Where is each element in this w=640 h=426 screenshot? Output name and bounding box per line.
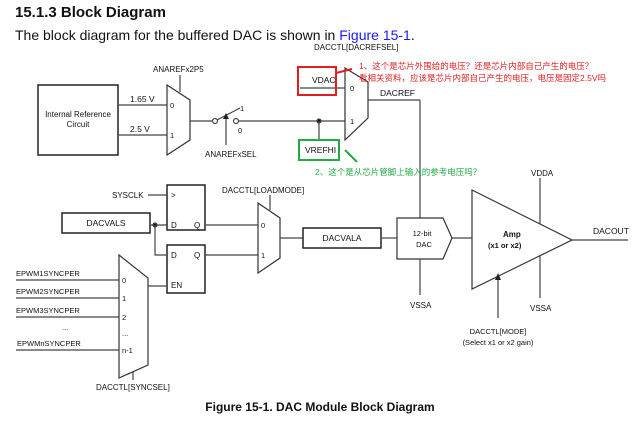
sync-port-label: 0 <box>122 276 126 285</box>
label-dacref: DACREF <box>380 88 415 98</box>
sync-port-label: 2 <box>122 313 126 322</box>
vdac-highlight-box <box>297 66 337 96</box>
intro-end: . <box>410 27 415 43</box>
label-anarefxsel: ANAREFxSEL <box>205 150 257 159</box>
annotation-red-1: 1、这个是芯片外围给的电压？还是芯片内部自己产生的电压？ <box>359 61 593 71</box>
section-title: 15.1.3 Block Diagram <box>15 4 166 21</box>
label-loadmode: DACCTL[LOADMODE] <box>222 186 304 195</box>
sync-input-label: EPWM1SYNCPER <box>16 269 80 278</box>
loadmode-port-1: 1 <box>261 251 265 260</box>
ref-mux <box>166 83 191 157</box>
intro-text: The block diagram for the buffered DAC i… <box>15 27 340 43</box>
red-arrow-icon <box>335 68 353 74</box>
internal-reference-block <box>37 84 119 156</box>
green-arrow-icon <box>344 149 358 163</box>
dacref-mux-port-1: 1 <box>350 117 354 126</box>
amp-block <box>471 189 574 290</box>
label-anarefx2p5: ANAREFx2P5 <box>153 65 204 74</box>
label-dacrefsel: DACCTL[DACREFSEL] <box>314 43 398 52</box>
label-dacvals: DACVALS <box>86 218 125 228</box>
ref-mux-port-1: 1 <box>170 131 174 140</box>
loadmode-mux <box>257 201 281 275</box>
sync-mux <box>118 253 149 379</box>
sync-port-label: n-1 <box>122 346 133 355</box>
wire-dacvals-ff2 <box>154 225 167 256</box>
ref-mux-port-0: 0 <box>170 101 174 110</box>
switch-label-0: 0 <box>238 126 242 135</box>
annotation-red-2: 看相关资料，应该是芯片内部自己产生的电压，电压是固定2.5V吗 <box>359 73 606 83</box>
flip-flop-2 <box>166 244 206 294</box>
label-25v: 2.5 V <box>130 124 150 134</box>
label-vssa-amp: VSSA <box>530 304 552 313</box>
figure-caption: Figure 15-1. DAC Module Block Diagram <box>205 400 435 414</box>
dacref-mux-port-0: 0 <box>350 84 354 93</box>
dacref-mux <box>344 66 369 142</box>
ff1-q: Q <box>194 221 200 230</box>
sync-port-label: ... <box>122 329 128 338</box>
mode-arrow-icon <box>495 273 501 280</box>
annotation-green-1: 2、这个是从芯片管脚上输入的参考电压吗？ <box>315 167 481 177</box>
switch-terminal-a <box>211 117 219 125</box>
amp-label-1: Amp <box>503 230 521 239</box>
amp-label-2: (x1 or x2) <box>488 241 522 250</box>
label-dacvala: DACVALA <box>322 233 361 243</box>
internal-ref-label-1: Internal Reference <box>45 110 111 119</box>
label-vssa-dac: VSSA <box>410 301 432 310</box>
ff2-q: Q <box>194 251 200 260</box>
switch-terminal-b <box>232 117 240 125</box>
flip-flop-1 <box>166 184 206 231</box>
label-165v: 1.65 V <box>130 94 155 104</box>
switch-label-1: 1 <box>240 104 244 113</box>
sync-inputs: EPWM1SYNCPER EPWM2SYNCPER EPWM3SYNCPER .… <box>16 269 133 355</box>
ff2-en: EN <box>171 281 182 290</box>
label-dacout: DACOUT <box>593 226 629 236</box>
dac-block <box>396 217 453 260</box>
label-syncsel: DACCTL[SYNCSEL] <box>96 383 170 392</box>
sync-input-label: ... <box>62 323 68 332</box>
intro-paragraph: The block diagram for the buffered DAC i… <box>15 27 415 43</box>
ff1-d: D <box>171 221 177 230</box>
ff2-d: D <box>171 251 177 260</box>
internal-ref-label-2: Circuit <box>67 120 90 129</box>
ff1-clk: > <box>171 191 176 200</box>
sync-input-label: EPWM2SYNCPER <box>16 287 80 296</box>
switch-arrow-icon <box>223 113 229 119</box>
switch-lever <box>216 107 241 121</box>
sync-input-label: EPWMnSYNCPER <box>17 339 81 348</box>
label-sysclk: SYSCLK <box>112 191 144 200</box>
dac-label-2: DAC <box>416 240 432 249</box>
loadmode-port-0: 0 <box>261 221 265 230</box>
label-vdda: VDDA <box>531 169 554 178</box>
sync-input-label: EPWM3SYNCPER <box>16 306 80 315</box>
dacvals-register <box>61 212 151 234</box>
dac-label-1: 12-bit <box>413 229 433 238</box>
label-vdac: VDAC <box>312 75 336 85</box>
label-mode-1: DACCTL[MODE] <box>470 327 527 336</box>
label-mode-2: (Select x1 or x2 gain) <box>463 338 534 347</box>
label-vrefhi: VREFHI <box>305 145 336 155</box>
sync-port-label: 1 <box>122 294 126 303</box>
figure-link[interactable]: Figure 15-1 <box>339 27 411 43</box>
vrefhi-highlight-box <box>298 139 340 161</box>
